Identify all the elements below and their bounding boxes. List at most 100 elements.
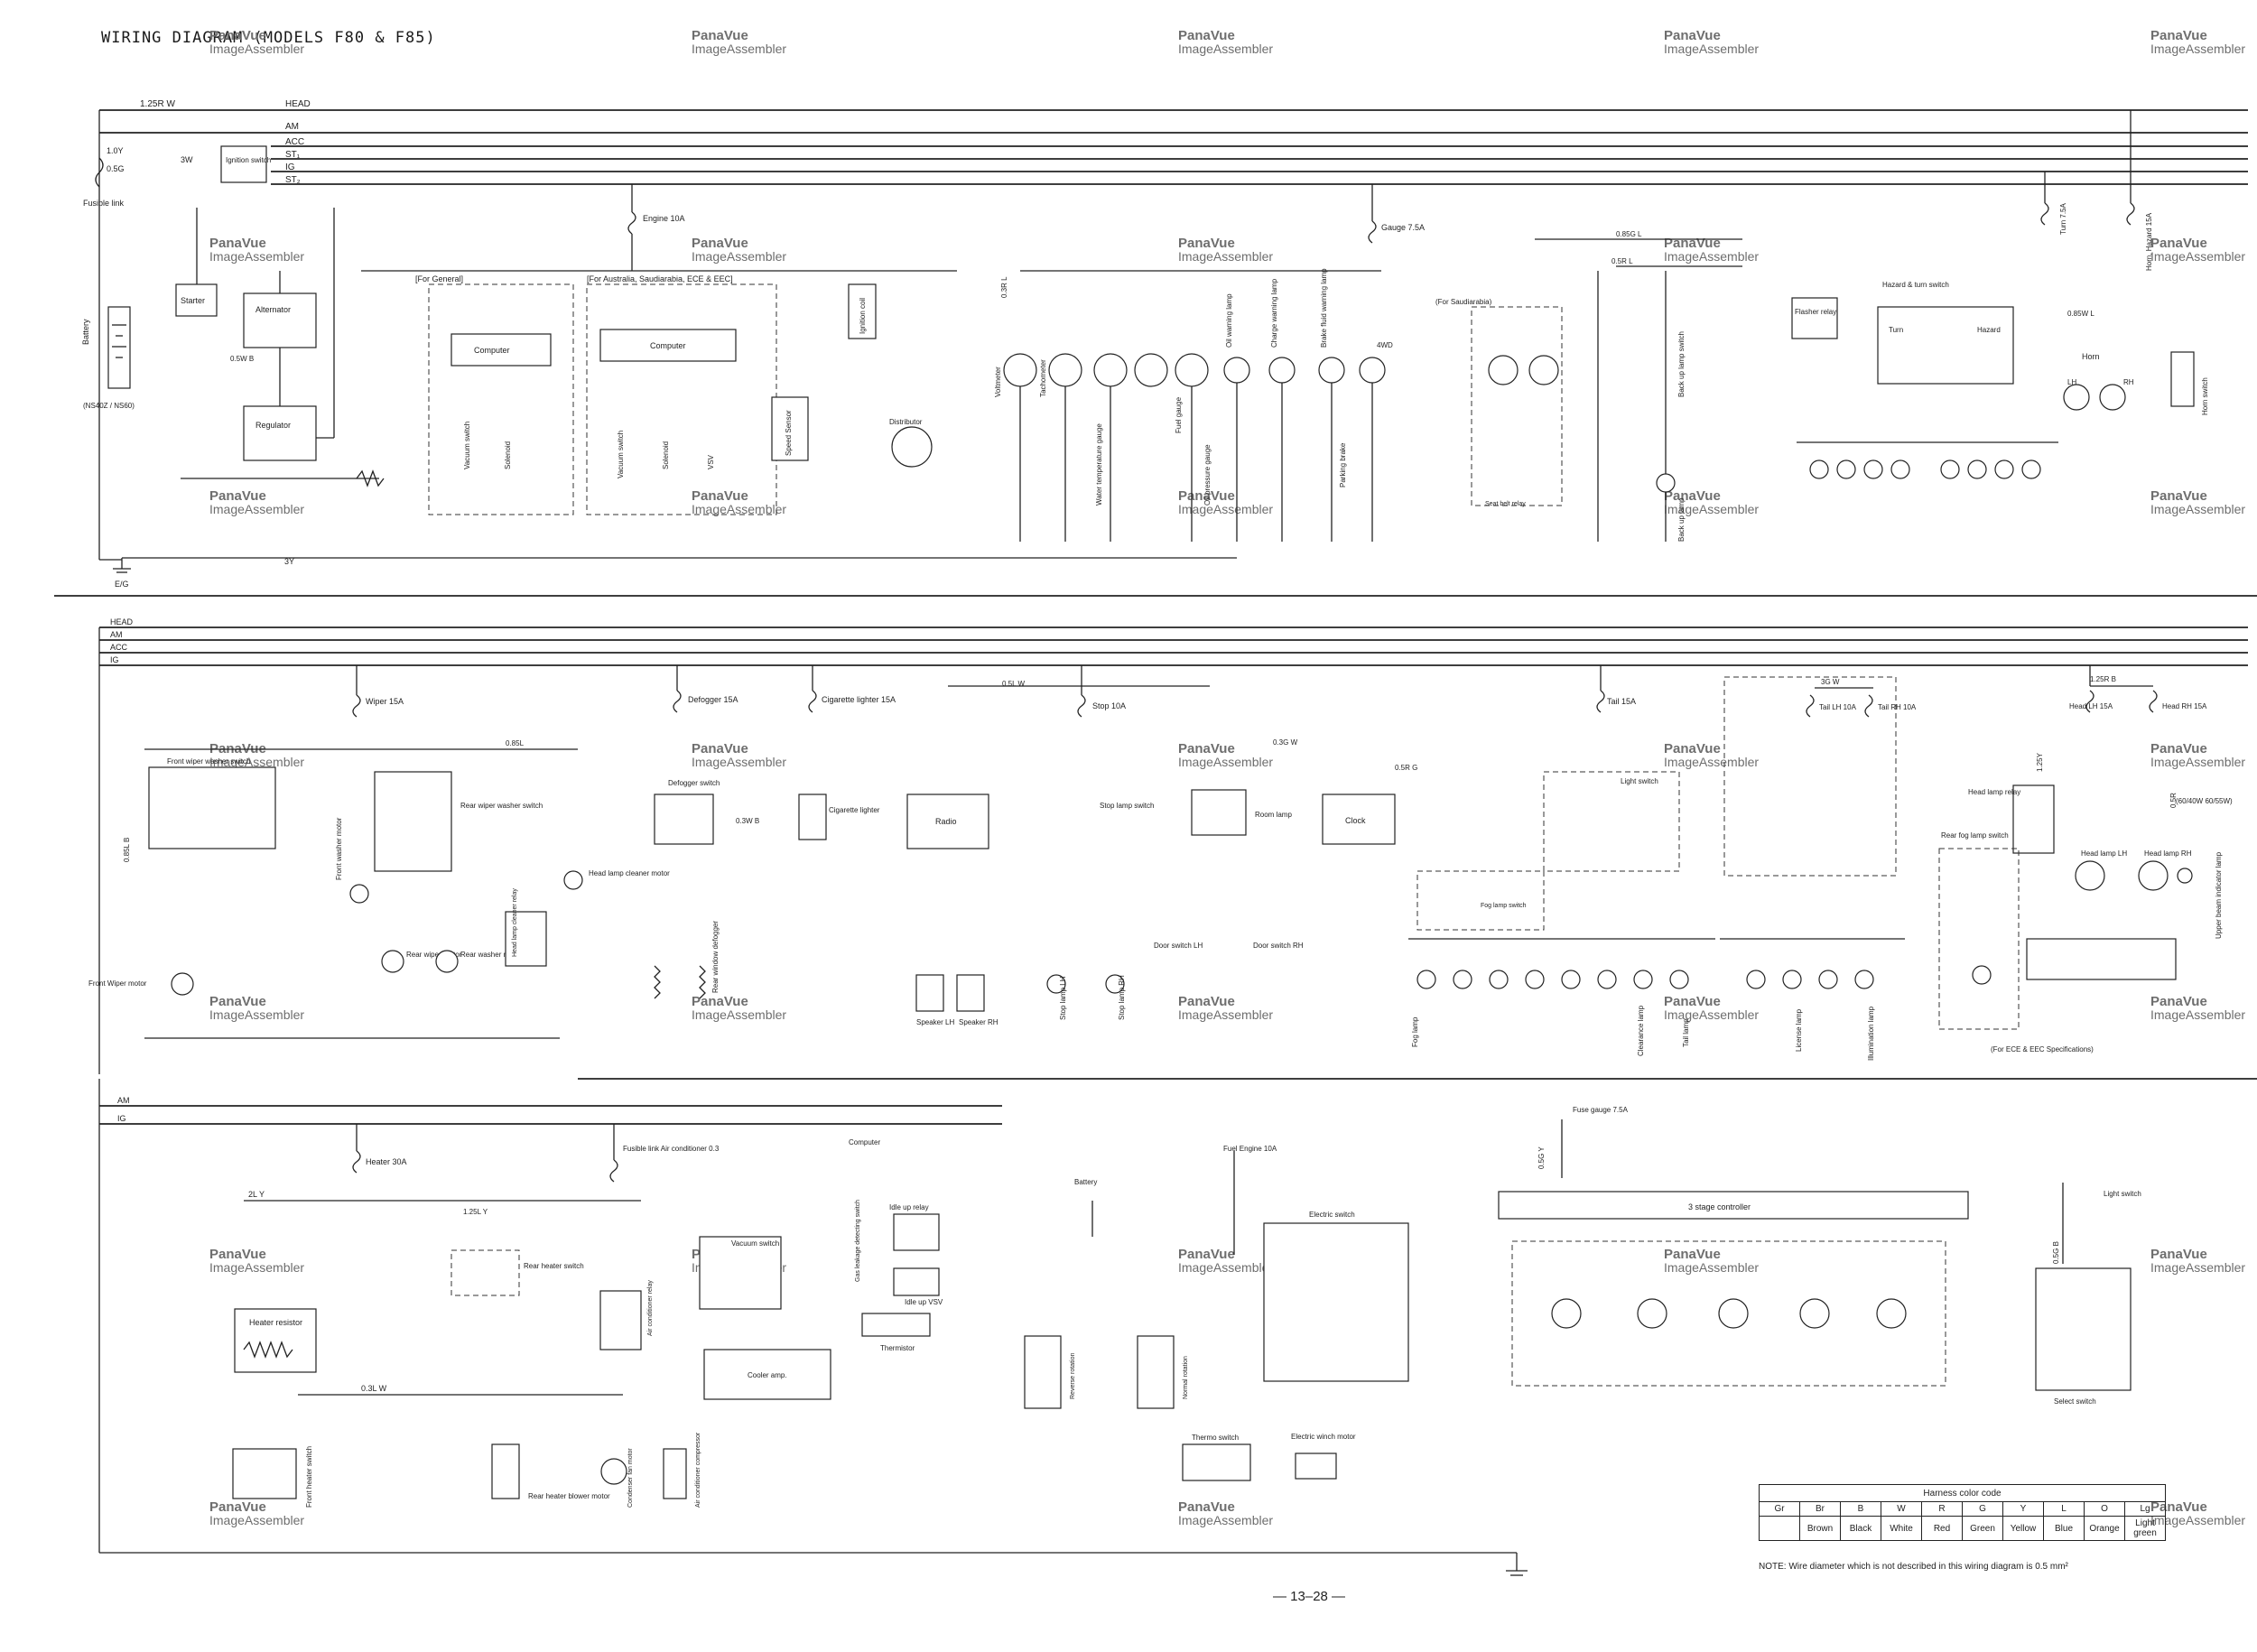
- watermark-line1: PanaVue: [209, 488, 266, 504]
- color-name-r: Red: [1921, 1516, 1963, 1541]
- ignition-switch-label: Ignition switch: [226, 156, 271, 164]
- rear-heater-blower-label: Rear heater blower motor: [528, 1492, 610, 1500]
- reverse-rotation-label: Reverse rotation: [1070, 1353, 1076, 1399]
- head-warning-lamp: [1528, 355, 1559, 385]
- watermark-line1: PanaVue: [1178, 28, 1235, 43]
- electric-switch-box: [1263, 1222, 1409, 1382]
- license-lamp-label: License lamp: [1795, 1008, 1803, 1052]
- illumination-lamp: [1561, 970, 1581, 989]
- cigarette-lighter-box: [798, 794, 827, 840]
- clock-box: [1322, 794, 1396, 845]
- gauge-fuse-label: Gauge 7.5A: [1381, 223, 1425, 232]
- parking-brake-label: Parking brake: [1339, 442, 1347, 487]
- rear-fog-switch-label: Rear fog lamp switch: [1941, 831, 2009, 840]
- saudi-frame: [1471, 306, 1563, 506]
- color-name-b: Black: [1840, 1516, 1881, 1541]
- watermark-line2: ImageAssembler: [209, 1007, 305, 1022]
- color-code-o: O: [2084, 1501, 2125, 1517]
- oil-pressure-gauge: [1134, 353, 1168, 387]
- watermark-line1: PanaVue: [209, 236, 266, 251]
- color-code-y: Y: [2002, 1501, 2044, 1517]
- horn-switch-box: [2170, 351, 2195, 407]
- heater-resistor-label: Heater resistor: [249, 1318, 302, 1327]
- wire-3y: 3Y: [284, 557, 294, 566]
- condenser-fan-motor: [600, 1458, 627, 1485]
- condenser-fan-label: Condenser fan motor: [627, 1448, 634, 1508]
- watermark-line1: PanaVue: [1178, 488, 1235, 504]
- fusible-link-label: Fusible link: [83, 199, 125, 208]
- distributor-label: Distributor: [889, 418, 923, 426]
- watermark-line2: ImageAssembler: [209, 1260, 305, 1275]
- watermark-line2: ImageAssembler: [2150, 249, 2246, 264]
- head-lamp-lh: [2075, 860, 2105, 891]
- turn-label: Turn: [1889, 326, 1903, 334]
- watermark-line1: PanaVue: [209, 28, 266, 43]
- computer-box: [450, 333, 552, 367]
- defogger-fuse-label: Defogger 15A: [688, 695, 738, 704]
- rear-wiper-switch-label: Rear wiper washer switch: [460, 802, 543, 810]
- watermark-line1: PanaVue: [1664, 1247, 1721, 1262]
- turn-fuse-label: Turn 7.5A: [2059, 203, 2067, 235]
- watermark-line1: PanaVue: [209, 1247, 266, 1262]
- rear-heater-switch-frame: [450, 1249, 520, 1296]
- rear-washer-motor-label: Rear washer motor: [460, 951, 522, 959]
- computer-bottom-label: Computer: [849, 1138, 880, 1146]
- air-conditioner-block: Fusible link Air conditioner 0.3 Compute…: [599, 1124, 943, 1508]
- front-wiper-switch-box: [148, 766, 276, 849]
- power-source-block: 1.0Y 0.5G Fusible link Battery (NS40Z / …: [81, 110, 1237, 589]
- stop-room-clock-block: Stop 10A Stop lamp switch Stop lamp LH S…: [948, 665, 1396, 1020]
- thermistor-box: [861, 1313, 931, 1337]
- room-lamp-box: [1191, 789, 1247, 836]
- door-switch-lh-label: Door switch LH: [1154, 942, 1203, 950]
- turn-lamp: [1890, 459, 1910, 479]
- turn-lamp: [1994, 459, 2014, 479]
- fuel-engine-fuse-label: Fuel Engine 10A: [1223, 1145, 1277, 1153]
- watermark-line1: PanaVue: [2150, 741, 2207, 756]
- fusible-link-value: 0.5G: [107, 164, 125, 173]
- gas-leak-label: Gas leakage detecting switch: [855, 1200, 861, 1282]
- headlamp-cleaner-relay-label: Head lamp cleaner relay: [512, 888, 518, 957]
- clearance-lamp: [1597, 970, 1617, 989]
- door-switch-rh-label: Door switch RH: [1253, 942, 1304, 950]
- color-name-l: Blue: [2043, 1516, 2085, 1541]
- horn-hazard-fuse-label: Horn, Hazard 15A: [2145, 212, 2153, 271]
- watermark-line1: PanaVue: [2150, 994, 2207, 1009]
- watermark-line2: ImageAssembler: [209, 755, 305, 769]
- bus-label-am: AM: [285, 122, 299, 132]
- controller-lamp: [1718, 1298, 1749, 1329]
- wire-3gw: 3G W: [1821, 678, 1840, 686]
- vacuum-switch-box: [699, 1236, 782, 1310]
- controller-lamp: [1637, 1298, 1667, 1329]
- watermark-line2: ImageAssembler: [2150, 1007, 2246, 1022]
- defogger-switch-box: [654, 794, 714, 845]
- computer-label: Computer: [474, 346, 510, 355]
- watermark-line2: ImageAssembler: [692, 42, 787, 56]
- watermark-line2: ImageAssembler: [209, 1513, 305, 1527]
- bus-label-ig: IG: [117, 1114, 126, 1123]
- watermark-line2: ImageAssembler: [692, 249, 787, 264]
- fog-switch-frame: [1416, 870, 1545, 931]
- watermark-line1: PanaVue: [1178, 1247, 1235, 1262]
- starter-label: Starter: [181, 296, 205, 305]
- wire-2ly: 2L Y: [248, 1190, 265, 1199]
- alternator-box: [243, 292, 317, 348]
- watermark-line2: ImageAssembler: [1178, 42, 1274, 56]
- bus-label-am: AM: [117, 1096, 130, 1105]
- color-name-o: Orange: [2084, 1516, 2125, 1541]
- color-code-l: L: [2043, 1501, 2085, 1517]
- heater-block: Heater 30A 2L Y Heater resistor Front he…: [232, 1124, 641, 1508]
- watermark-line2: ImageAssembler: [209, 502, 305, 516]
- watermark-line2: ImageAssembler: [2150, 42, 2246, 56]
